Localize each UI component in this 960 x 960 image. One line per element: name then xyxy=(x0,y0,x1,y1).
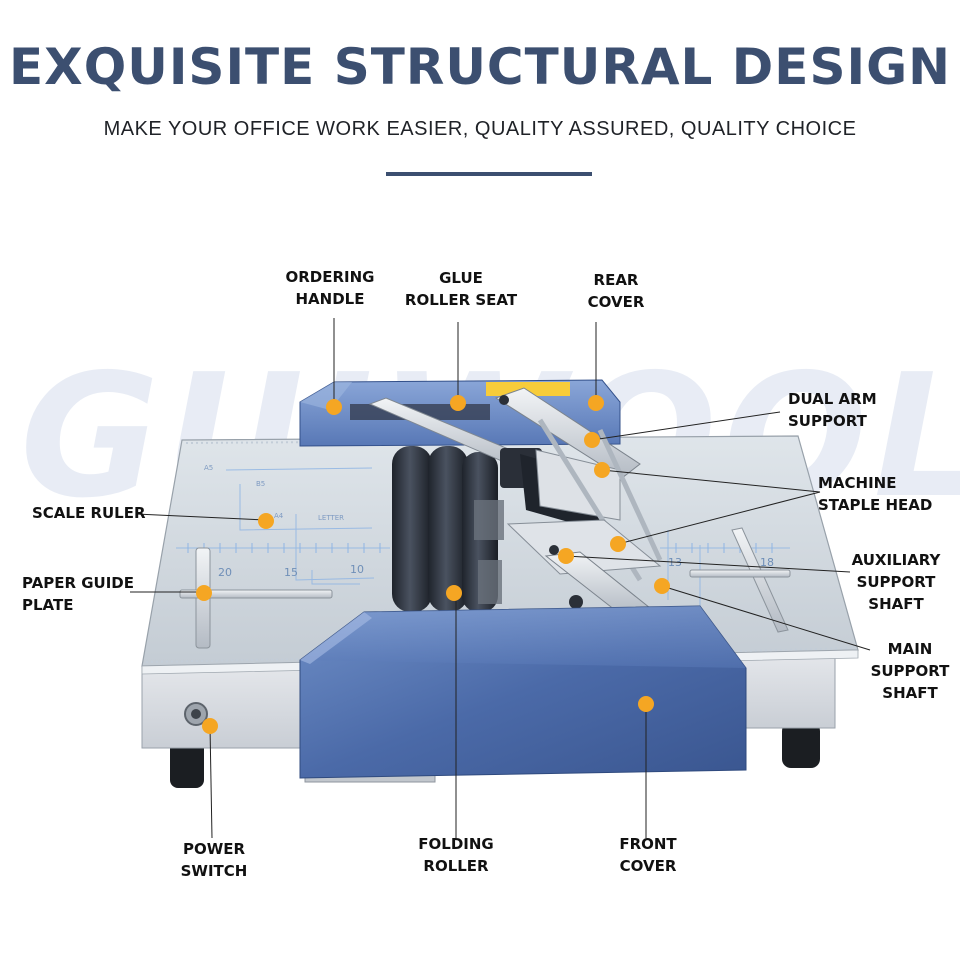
marker-front-cover xyxy=(638,696,654,712)
marker-folding-roller xyxy=(446,585,462,601)
marker-ordering-handle xyxy=(326,399,342,415)
staple-head-assembly xyxy=(474,387,663,615)
marker-main-support-shaft xyxy=(654,578,670,594)
label-machine-staple-head: MACHINE STAPLE HEAD xyxy=(818,474,933,514)
front-cover-shape xyxy=(299,605,747,779)
marker-staple-head-upper xyxy=(594,462,610,478)
label-glue-roller-seat: GLUE ROLLER SEAT xyxy=(404,269,518,309)
page-title: EXQUISITE STRUCTURAL DESIGN xyxy=(9,38,951,96)
label-power-switch: POWER SWITCH xyxy=(180,840,248,880)
ruler-number-20: 20 xyxy=(218,566,232,579)
ruler-number-10: 10 xyxy=(350,563,364,576)
marker-paper-guide-plate xyxy=(196,585,212,601)
paper-size-letter: LETTER xyxy=(318,514,344,522)
ruler-number-15: 15 xyxy=(284,566,298,579)
leader-lines xyxy=(130,318,871,839)
paper-size-a4: A4 xyxy=(274,512,284,520)
folding-rollers xyxy=(392,446,498,612)
label-paper-guide-plate: PAPER GUIDE PLATE xyxy=(22,574,135,614)
marker-glue-roller-seat xyxy=(450,395,466,411)
label-rear-cover: REAR COVER xyxy=(587,271,645,311)
title-divider xyxy=(386,172,592,176)
rear-cover xyxy=(299,379,621,447)
label-scale-ruler: SCALE RULER xyxy=(32,504,146,522)
label-ordering-handle: ORDERING HANDLE xyxy=(285,268,375,308)
marker-dual-arm-support xyxy=(584,432,600,448)
power-switch-knob xyxy=(184,702,208,726)
ruler-number-18: 18 xyxy=(760,556,774,569)
marker-staple-head-lower xyxy=(610,536,626,552)
machine-legs xyxy=(170,722,820,788)
label-main-support-shaft: MAIN SUPPORT SHAFT xyxy=(870,640,950,702)
paper-size-a5: A5 xyxy=(204,464,213,472)
label-front-cover: FRONT COVER xyxy=(619,835,677,875)
marker-rear-cover xyxy=(588,395,604,411)
label-dual-arm-support: DUAL ARM SUPPORT xyxy=(788,390,877,430)
callout-markers xyxy=(196,395,670,734)
label-auxiliary-support-shaft: AUXILIARY SUPPORT SHAFT xyxy=(851,551,941,613)
marker-auxiliary-support-shaft xyxy=(558,548,574,564)
label-folding-roller: FOLDING ROLLER xyxy=(418,835,494,875)
marker-power-switch xyxy=(202,718,218,734)
marker-scale-ruler xyxy=(258,513,274,529)
page-subtitle: MAKE YOUR OFFICE WORK EASIER, QUALITY AS… xyxy=(103,118,857,140)
paper-size-b5: B5 xyxy=(256,480,265,488)
